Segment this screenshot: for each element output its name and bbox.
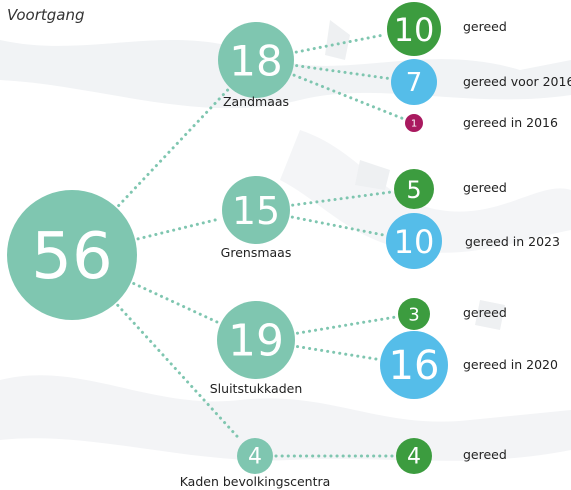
zandmaas-value: 18 xyxy=(229,37,282,86)
grensmaas-child-2-value: 10 xyxy=(394,223,435,261)
zandmaas-child-1-value: 10 xyxy=(394,11,435,49)
sluitstukkaden-child-2-value: 16 xyxy=(389,343,440,389)
zandmaas-child-2-label: gereed voor 2016 xyxy=(463,74,571,89)
root-node: 56 xyxy=(7,190,137,320)
zandmaas-name: Zandmaas xyxy=(223,94,289,109)
sluitstukkaden-name: Sluitstukkaden xyxy=(210,381,303,396)
grensmaas-child-2-label: gereed in 2023 xyxy=(465,234,560,249)
group-kaden-bevolkingscentra: 4 Kaden bevolkingscentra 4 gereed xyxy=(180,438,507,489)
connector-root-kaden xyxy=(116,303,243,442)
zandmaas-child-1-label: gereed xyxy=(463,19,507,34)
sluitstukkaden-circle xyxy=(217,301,295,379)
connector-sluitstukkaden-child-2 xyxy=(295,345,379,361)
group-zandmaas: 18 Zandmaas 10 gereed 7 gereed voor 2016… xyxy=(218,2,571,132)
zandmaas-child-3-value: 1 xyxy=(411,119,417,130)
sluitstukkaden-child-2-circle xyxy=(380,331,448,399)
root-circle xyxy=(7,190,137,320)
root-value: 56 xyxy=(31,220,112,294)
connector-root-zandmaas xyxy=(117,88,230,208)
group-grensmaas: 15 Grensmaas 5 gereed 10 gereed in 2023 xyxy=(221,169,560,269)
zandmaas-child-2-circle xyxy=(391,59,437,105)
connector-grensmaas-child-1 xyxy=(291,190,393,207)
kaden-value: 4 xyxy=(248,445,262,470)
sluitstukkaden-child-1-value: 3 xyxy=(408,305,419,326)
zandmaas-child-2-value: 7 xyxy=(406,68,423,98)
kaden-child-1-value: 4 xyxy=(407,445,421,470)
sluitstukkaden-child-2-label: gereed in 2020 xyxy=(463,357,558,372)
grensmaas-child-1-circle xyxy=(394,169,434,209)
grensmaas-value: 15 xyxy=(232,189,280,233)
grensmaas-child-1-value: 5 xyxy=(406,176,421,204)
connector-zandmaas-child-3 xyxy=(292,73,405,121)
kaden-child-1-label: gereed xyxy=(463,447,507,462)
grensmaas-circle xyxy=(222,176,290,244)
kaden-name: Kaden bevolkingscentra xyxy=(180,474,331,489)
sluitstukkaden-child-1-label: gereed xyxy=(463,305,507,320)
kaden-child-1-circle xyxy=(396,438,432,474)
zandmaas-child-3-circle xyxy=(405,114,423,132)
grensmaas-name: Grensmaas xyxy=(221,245,292,260)
connector-root-sluitstukkaden xyxy=(132,282,220,324)
connector-root-grensmaas xyxy=(136,217,222,241)
zandmaas-child-3-label: gereed in 2016 xyxy=(463,115,558,130)
connector-sluitstukkaden-child-1 xyxy=(295,315,397,335)
grensmaas-child-2-circle xyxy=(386,213,442,269)
zandmaas-circle xyxy=(218,22,294,98)
grensmaas-child-1-label: gereed xyxy=(463,180,507,195)
kaden-circle xyxy=(237,438,273,474)
sluitstukkaden-value: 19 xyxy=(228,316,284,367)
connector-zandmaas-child-1 xyxy=(294,33,387,54)
sluitstukkaden-child-1-circle xyxy=(398,298,430,330)
group-sluitstukkaden: 19 Sluitstukkaden 3 gereed 16 gereed in … xyxy=(210,298,558,399)
connector-grensmaas-child-2 xyxy=(290,215,386,237)
zandmaas-child-1-circle xyxy=(387,2,441,56)
connector-lines xyxy=(116,33,405,458)
connector-zandmaas-child-2 xyxy=(295,64,390,80)
diagram-title: Voortgang xyxy=(7,6,85,24)
